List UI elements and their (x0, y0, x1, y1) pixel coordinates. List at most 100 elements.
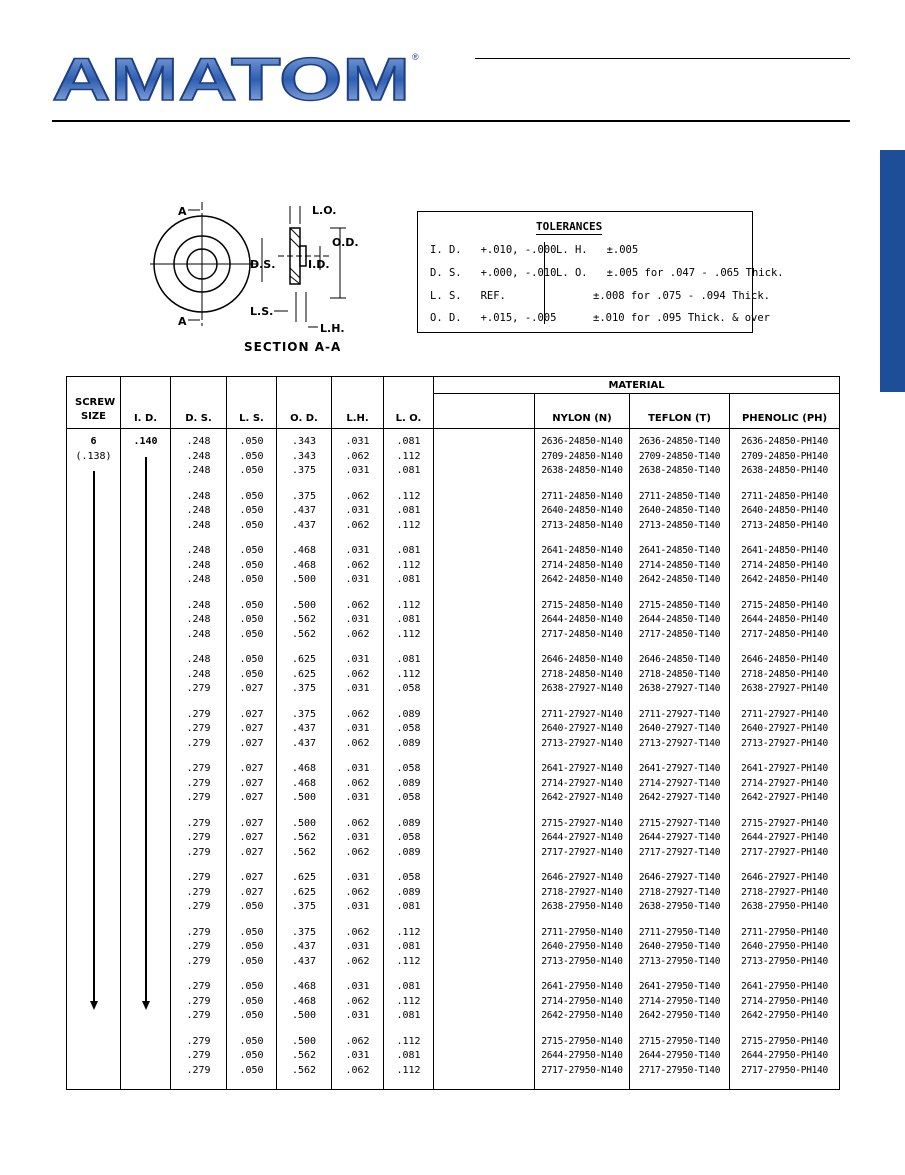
table-cell: 2713-27927-N140 (541, 737, 623, 749)
table-cell: .279 (186, 832, 211, 843)
table-cell: 2713-24850-T140 (638, 519, 721, 531)
table-cell: .062 (345, 846, 370, 858)
table-cell: .031 (345, 545, 370, 556)
tol-right-3: ±.010 for .095 Thick. & over (593, 312, 771, 324)
table-cell: 2711-24850-PH140 (741, 490, 828, 502)
row-group: .081.112.081 (384, 435, 433, 479)
table-cell: .375 (291, 465, 317, 476)
screw-size-value: 6 (90, 436, 97, 447)
row-group: .062.031.062 (332, 708, 383, 752)
label-od: O.D. (332, 236, 359, 249)
table-cell: .279 (186, 683, 211, 694)
row-group: .112.081.112 (384, 926, 433, 970)
row-group: .248.248.248 (171, 490, 226, 534)
row-group: .031.062.031 (332, 653, 383, 697)
row-group: .031.062.031 (332, 980, 383, 1024)
table-cell: .058 (396, 832, 421, 843)
table-cell: .343 (291, 436, 317, 447)
tolerances-box: TOLERANCES I. D. +.010, -.000 D. S. +.00… (417, 211, 784, 333)
row-group: .375.437.437 (277, 490, 331, 534)
row-group: .279.279.279 (171, 1035, 226, 1079)
table-cell: .562 (291, 614, 317, 625)
table-cell: .050 (239, 926, 264, 938)
table-cell: 2717-27927-N140 (541, 846, 623, 858)
table-cell: .031 (345, 654, 370, 665)
table-cell: .062 (345, 777, 370, 789)
table-cell: 2714-27927-N140 (541, 777, 623, 789)
row-group: .027.027.027 (227, 817, 276, 861)
table-cell: .050 (239, 1010, 264, 1021)
header-ls: L. S. (226, 376, 277, 429)
row-group: .027.027.027 (227, 708, 276, 752)
table-cell: .058 (396, 792, 421, 803)
table-cell: 2713-24850-PH140 (741, 519, 828, 531)
logo-text: AMATOM (52, 54, 410, 102)
table-cell: 2646-24850-T140 (638, 654, 721, 665)
table-cell: 2714-24850-N140 (541, 559, 623, 571)
table-cell: 2638-27950-PH140 (741, 901, 828, 912)
row-group: .031.062.031 (332, 762, 383, 806)
table-cell: .050 (239, 1035, 264, 1047)
table-cell: .562 (291, 1064, 317, 1076)
row-group: .468.468.500 (277, 762, 331, 806)
table-cell: 2644-27950-T140 (638, 1050, 721, 1061)
screw-size-arrow-line (93, 471, 95, 1001)
table-cell: .279 (186, 846, 211, 858)
table-cell: .375 (291, 490, 317, 502)
table-cell: .248 (186, 614, 211, 625)
header-teflon: TEFLON (T) (629, 393, 730, 429)
table-cell: 2714-27950-N140 (541, 995, 623, 1007)
table-cell: .437 (291, 723, 317, 734)
screw-size-sub: (.138) (75, 450, 112, 462)
table-cell: .031 (345, 792, 370, 803)
table-cell: 2644-27950-PH140 (741, 1050, 828, 1061)
col-lh: .031.062.031.062.031.062.031.062.031.062… (331, 428, 384, 1090)
table-cell: .089 (396, 886, 421, 898)
table-cell: .279 (186, 763, 211, 774)
row-group: .062.031.062 (332, 599, 383, 643)
table-cell: .062 (345, 926, 370, 938)
table-cell: 2711-27927-PH140 (741, 708, 828, 720)
table-cell: .089 (396, 708, 421, 720)
row-group: .081.112.081 (384, 544, 433, 588)
table-cell: .279 (186, 737, 211, 749)
table-cell: 2715-27927-PH140 (741, 817, 828, 829)
table-cell: .625 (291, 654, 317, 665)
table-cell: .050 (239, 559, 264, 571)
table-cell: .050 (239, 450, 264, 462)
table-cell: .081 (396, 505, 421, 516)
table-cell: .112 (396, 599, 421, 611)
tol-right-2: ±.008 for .075 - .094 Thick. (593, 290, 771, 302)
table-cell: .031 (345, 941, 370, 952)
table-cell: 2711-27927-T140 (638, 708, 721, 720)
id-arrow-head (142, 1001, 150, 1010)
header-rule (52, 120, 850, 122)
row-group: .027.027.027 (227, 762, 276, 806)
table-cell: .112 (396, 519, 421, 531)
table-cell: .089 (396, 817, 421, 829)
table-cell: .437 (291, 505, 317, 516)
table-cell: .050 (239, 955, 264, 967)
table-cell: .031 (345, 723, 370, 734)
table-cell: .089 (396, 777, 421, 789)
row-group: .058.089.058 (384, 762, 433, 806)
table-cell: 2641-27927-N140 (541, 763, 623, 774)
table-cell: 2642-24850-PH140 (741, 574, 828, 585)
table-cell: .279 (186, 792, 211, 803)
table-cell: .562 (291, 846, 317, 858)
table-cell: 2638-27927-N140 (541, 683, 623, 694)
table-cell: .027 (239, 886, 264, 898)
table-cell: 2641-27927-PH140 (741, 763, 828, 774)
table-cell: 2644-24850-PH140 (741, 614, 828, 625)
table-cell: .027 (239, 792, 264, 803)
table-cell: .089 (396, 846, 421, 858)
row-group: .248.248.279 (171, 653, 226, 697)
